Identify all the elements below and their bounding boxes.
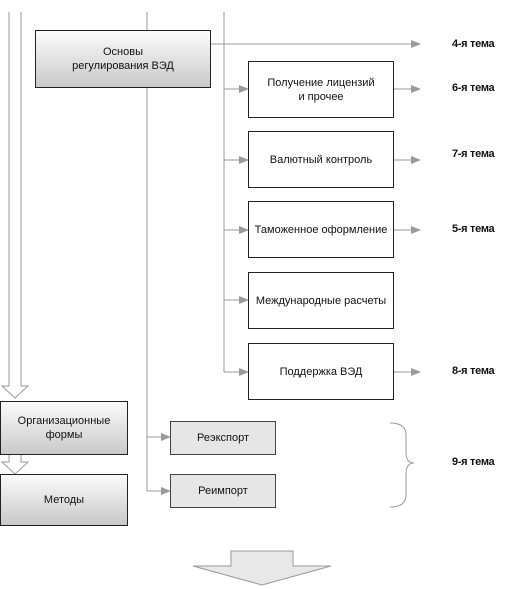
- topic-9: 9-я тема: [452, 456, 495, 468]
- topic-7: 7-я тема: [452, 148, 495, 160]
- small-flow-arrow: [0, 455, 30, 475]
- topic-8: 8-я тема: [452, 365, 495, 377]
- bottom-down-arrow: [192, 550, 332, 586]
- curly-brace: [389, 422, 415, 508]
- topic-5: 5-я тема: [452, 223, 495, 235]
- node-payments: Международные расчеты: [248, 272, 394, 329]
- topic-6: 6-я тема: [452, 82, 495, 94]
- node-methods: Методы: [0, 474, 128, 526]
- node-reimport: Реимпорт: [170, 474, 276, 508]
- node-licenses: Получение лицензий и прочее: [248, 61, 394, 118]
- topic-4: 4-я тема: [452, 38, 495, 50]
- node-customs: Таможенное оформление: [248, 201, 394, 258]
- node-currency-control: Валютный контроль: [248, 131, 394, 188]
- left-flow-arrow: [0, 12, 30, 399]
- node-reexport: Реэкспорт: [170, 421, 276, 455]
- node-org-forms: Организационные формы: [0, 401, 128, 455]
- node-support: Поддержка ВЭД: [248, 343, 394, 400]
- node-osnovy: Основы регулирования ВЭД: [35, 30, 211, 88]
